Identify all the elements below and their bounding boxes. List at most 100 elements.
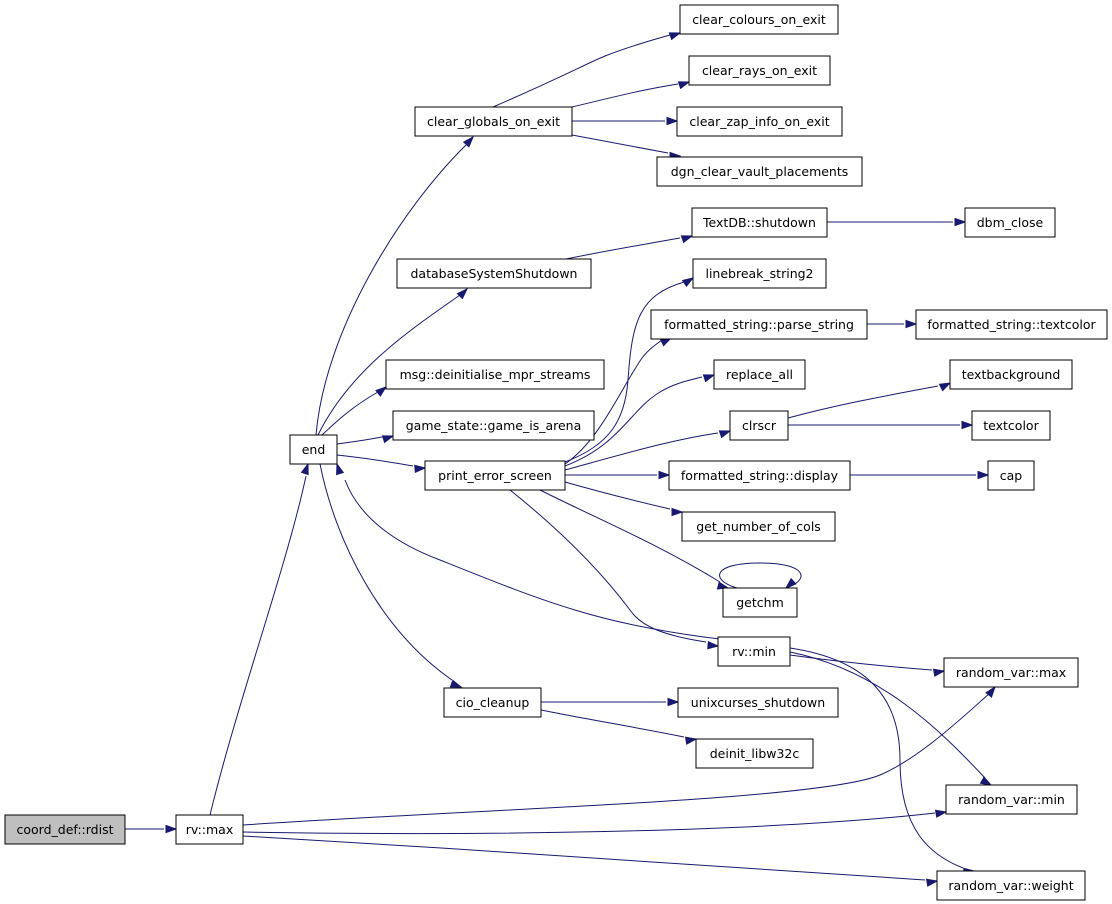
edge-line [540,709,685,738]
node-random-min[interactable]: random_var::min [945,784,1078,815]
node-db-shutdown[interactable]: databaseSystemShutdown [396,258,592,289]
node-textcolor[interactable]: textcolor [971,410,1051,441]
node-label: clear_colours_on_exit [692,12,826,27]
node-box [650,309,868,340]
arrowhead-icon [658,470,671,480]
arrowhead-icon [977,470,990,480]
arrowhead-icon [681,277,695,288]
node-msg-deinit[interactable]: msg::deinitialise_mpr_streams [385,359,605,390]
node-rvmin[interactable]: rv::min [717,636,791,667]
node-label: coord_def::rdist [16,822,113,837]
node-label: cap [1000,468,1023,483]
node-label: textbackground [962,367,1061,382]
edge-clear_globals-to-clear_rays [571,81,691,108]
node-game-is-arena[interactable]: game_state::game_is_arena [392,410,595,441]
node-box [392,410,595,441]
node-label: rv::min [732,644,776,659]
node-box [656,156,863,187]
node-print-error[interactable]: print_error_screen [424,460,566,491]
edge-line [336,436,383,445]
node-linebreak[interactable]: linebreak_string2 [692,258,827,289]
node-rdist: coord_def::rdist [4,814,126,845]
node-label: end [302,442,326,457]
node-label: random_var::min [958,792,1065,807]
edge-line [564,432,719,471]
node-label: rv::max [186,822,234,837]
arrowhead-icon [784,577,797,590]
node-label: getchm [736,595,784,610]
arrowhead-icon [666,116,679,126]
edge-line [565,237,681,260]
node-random-weight[interactable]: random_var::weight [936,870,1086,901]
node-get-number-of-cols[interactable]: get_number_of_cols [681,511,836,542]
edge-end-to-clear_globals [315,135,475,436]
node-end[interactable]: end [289,434,338,465]
node-label: print_error_screen [438,468,552,483]
node-fs-textcolor[interactable]: formatted_string::textcolor [915,309,1108,340]
node-box [713,359,806,390]
arrowhead-icon [462,135,475,148]
node-label: databaseSystemShutdown [411,266,578,281]
node-clear-zap[interactable]: clear_zap_info_on_exit [676,106,843,137]
node-textdb-shutdown[interactable]: TextDB::shutdown [691,207,828,238]
edge-print_error-to-clrscr [564,430,732,471]
node-deinit-libw32c[interactable]: deinit_libw32c [695,738,814,769]
node-fs-display[interactable]: formatted_string::display [668,460,851,491]
node-label: linebreak_string2 [705,266,813,281]
node-clear-colours[interactable]: clear_colours_on_exit [679,4,839,35]
edge-print_error-to-parse_string [564,337,673,465]
node-getchm[interactable]: getchm [722,587,798,618]
edge-line [344,479,721,640]
node-label: clear_globals_on_exit [427,114,560,129]
node-box [668,460,851,491]
arrowhead-icon [456,287,469,300]
node-box [943,657,1079,688]
edge-fs_display-to-cap [850,470,990,480]
node-box [385,359,605,390]
node-label: dbm_close [977,215,1044,230]
node-clear-rays[interactable]: clear_rays_on_exit [688,55,831,86]
node-random-max[interactable]: random_var::max [943,657,1079,688]
arrowhead-icon [961,420,974,430]
edge-line [789,654,933,671]
node-rvmax[interactable]: rv::max [175,814,244,845]
edge-cio_cleanup-to-unixcurses [541,697,680,707]
edge-rvmax-to-random_max [242,685,996,826]
node-clear-globals[interactable]: clear_globals_on_exit [414,106,573,137]
node-box [717,636,791,667]
call-edges [125,32,996,887]
node-label: random_var::max [956,665,1066,680]
node-replace-all[interactable]: replace_all [713,359,806,390]
arrowhead-icon [381,435,395,444]
arrowhead-icon [414,464,427,474]
node-cio-cleanup[interactable]: cio_cleanup [443,687,542,718]
edge-print_error-to-rvmin [509,489,720,650]
edge-end-to-print_error [336,454,427,474]
node-box [915,309,1108,340]
node-textbackground[interactable]: textbackground [949,359,1073,390]
node-box [691,207,828,238]
node-box [681,511,836,542]
node-box [396,258,592,289]
node-label: get_number_of_cols [696,519,821,534]
node-dgn-clear[interactable]: dgn_clear_vault_placements [656,156,863,187]
node-parse-string[interactable]: formatted_string::parse_string [650,309,868,340]
edge-end-to-db_shutdown [317,287,469,436]
edge-rvmax-to-random_min [242,809,948,835]
node-dbm-close[interactable]: dbm_close [964,207,1056,238]
node-label: replace_all [726,367,793,382]
node-clrscr[interactable]: clrscr [729,410,789,441]
arrowhead-icon [979,776,993,786]
edge-rvmin-to-random_min [789,651,993,786]
arrowhead-icon [684,736,698,745]
node-label: deinit_libw32c [710,746,800,761]
arrowhead-icon [671,507,684,517]
call-nodes: coord_def::rdist rv::max end clear_globals_… [4,4,1108,901]
edge-end-to-msg_deinit [321,386,388,436]
node-unixcurses[interactable]: unixcurses_shutdown [677,687,839,718]
node-label: clear_rays_on_exit [702,63,817,78]
edge-clear_globals-to-clear_colours [492,32,682,108]
node-label: clear_zap_info_on_exit [689,114,829,129]
node-cap[interactable]: cap [987,460,1035,491]
node-box [722,587,798,618]
